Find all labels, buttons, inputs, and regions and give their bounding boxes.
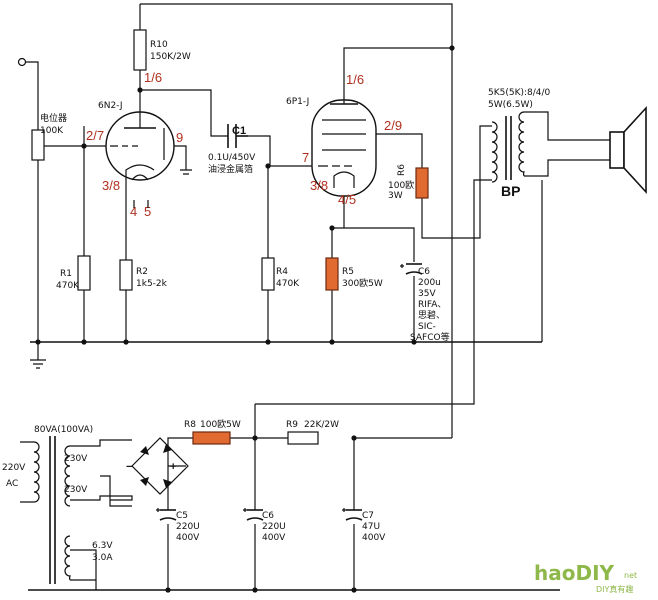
r6-resistor	[415, 167, 429, 199]
tube-6p1j	[311, 99, 377, 197]
ground-symbol-bus	[30, 359, 46, 369]
v2-pin-cathode: 3/8	[310, 178, 328, 193]
r4-resistor	[261, 257, 275, 291]
ground-symbol-pin9	[180, 169, 192, 175]
r9-name: R9	[286, 420, 298, 430]
v1-pin-heater2: 5	[144, 204, 151, 219]
bridge-rectifier	[131, 437, 189, 495]
v1-pin-center: 9	[176, 130, 183, 145]
c5-capacitor	[156, 508, 177, 521]
c6a-voltage: 35V	[418, 289, 436, 299]
potentiometer	[31, 129, 45, 161]
v1-pin-heater1: 4	[130, 204, 137, 219]
r8-name: R8	[184, 420, 196, 430]
r10-name: R10	[150, 40, 168, 50]
c6a-brand1: RIFA、	[418, 300, 446, 310]
r5-value: 300欧5W	[342, 277, 383, 289]
r8-value: 100欧5W	[200, 418, 241, 430]
v2-pin-screen: 2/9	[384, 118, 402, 133]
watermark-cn: DIY真有趣	[596, 584, 633, 594]
tube-6n2j	[105, 110, 175, 182]
r2-resistor	[119, 259, 133, 291]
c7-name: C7	[362, 511, 374, 521]
output-transformer	[491, 111, 525, 183]
c7-capacitor	[342, 508, 363, 521]
power-transformer	[20, 436, 71, 584]
v1-name: 6N2-J	[98, 101, 123, 111]
c5-name: C5	[176, 511, 188, 521]
c7-value: 47U	[362, 522, 380, 532]
speaker-icon	[609, 105, 647, 195]
pt-sec2: 230V	[64, 485, 88, 495]
ot-spec2: 5W(6.5W)	[488, 100, 533, 110]
r6-name: R6	[397, 164, 407, 176]
pt-sec1: 230V	[64, 454, 88, 464]
rect-minus: −	[126, 461, 132, 473]
r2-value: 1k5-2k	[136, 279, 168, 289]
rect-plus: +	[170, 461, 176, 473]
c6a-value: 200u	[418, 278, 441, 288]
r2-name: R2	[136, 267, 148, 277]
input-terminal	[17, 57, 27, 67]
c6b-voltage: 400V	[262, 533, 286, 543]
c6b-capacitor	[243, 508, 264, 521]
pt-heater-v: 6.3V	[92, 541, 113, 551]
r1-name: R1	[60, 269, 72, 279]
c5-voltage: 400V	[176, 533, 200, 543]
watermark-brand: haoDIY	[534, 561, 615, 585]
r4-name: R4	[276, 267, 288, 277]
r8-resistor	[192, 431, 231, 445]
v1-pin-plate: 1/6	[144, 70, 162, 85]
c1-capacitor	[227, 124, 248, 148]
r9-resistor	[287, 431, 319, 445]
pt-rating: 80VA(100VA)	[34, 425, 93, 435]
pot-name: 电位器	[40, 112, 67, 124]
c6a-capacitor	[400, 263, 423, 275]
c7-voltage: 400V	[362, 533, 386, 543]
v2-pin-grid: 7	[302, 150, 309, 165]
c1-name: C1	[232, 125, 246, 137]
c5-value: 220U	[176, 522, 200, 532]
r6-power: 3W	[388, 191, 403, 201]
c6a-brand3: SIC-	[418, 322, 436, 332]
pt-primary-v: 220V	[2, 463, 26, 473]
v1-pin-grid: 2/7	[86, 128, 104, 143]
r1-resistor	[77, 255, 91, 291]
r1-value: 470K	[56, 281, 80, 291]
c6b-value: 220U	[262, 522, 286, 532]
ot-label: BP	[501, 183, 520, 199]
v1-pin-cathode: 3/8	[102, 178, 120, 193]
ot-spec1: 5K5(5K):8/4/0	[488, 88, 551, 98]
r10-resistor	[133, 29, 147, 71]
pt-primary-ac: AC	[6, 479, 18, 489]
r5-name: R5	[342, 267, 354, 277]
c6b-name: C6	[262, 511, 274, 521]
r4-value: 470K	[276, 279, 300, 289]
v2-pin-heater: 4/5	[338, 192, 356, 207]
r6-value: 100欧	[388, 179, 414, 191]
pot-value: 100K	[40, 126, 64, 136]
pt-heater-a: 3.0A	[92, 553, 113, 563]
r5-resistor	[325, 257, 339, 291]
r10-value: 150K/2W	[150, 52, 191, 62]
r9-value: 22K/2W	[304, 420, 339, 430]
c1-value: 0.1U/450V	[208, 153, 256, 163]
c6a-brand2: 思碧、	[418, 309, 445, 321]
c6a-brand4: SAFCO等	[410, 331, 450, 343]
junctions	[35, 45, 455, 593]
v2-name: 6P1-J	[286, 97, 309, 107]
watermark-suffix: net	[624, 571, 637, 580]
c6a-name: C6	[418, 267, 430, 277]
v2-pin-plate: 1/6	[346, 72, 364, 87]
c1-note: 油浸金属箔	[208, 163, 253, 175]
